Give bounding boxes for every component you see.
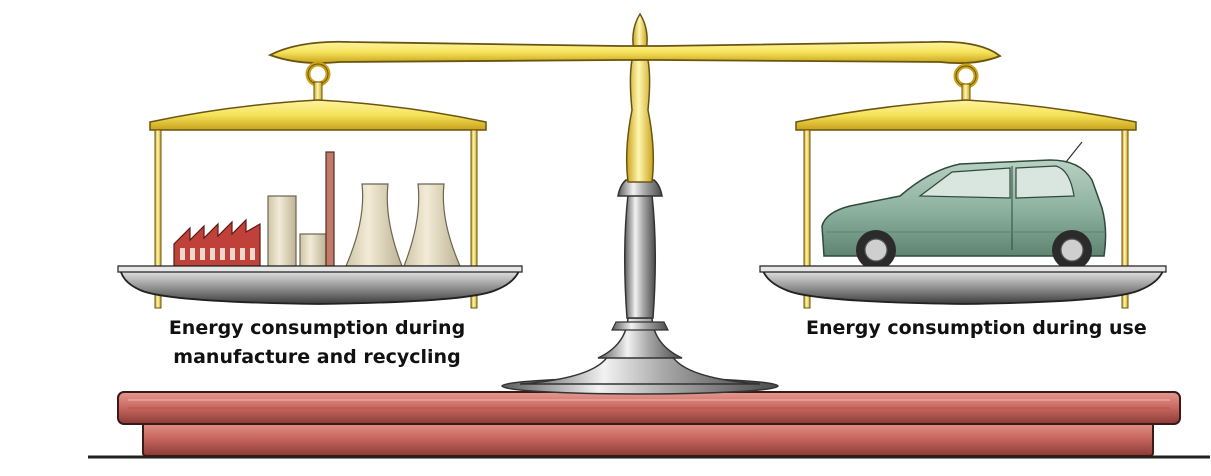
caption-left-line-2: manufacture and recycling: [173, 346, 461, 369]
left-pan: [117, 265, 523, 305]
right-hanger: [795, 63, 1137, 309]
industrial-plant-icon: [173, 151, 461, 267]
scale-pedestal: [501, 179, 779, 395]
brass-column: [625, 12, 655, 183]
caption-left-line-1: Energy consumption during: [168, 317, 466, 339]
car-icon: [821, 141, 1107, 270]
caption-right-line: Energy consumption during use: [806, 317, 1147, 339]
left-hanger: [149, 61, 487, 309]
caption-manufacture-recycling: Energy consumption during manufacture an…: [166, 314, 468, 373]
scale-base: [117, 391, 1181, 457]
caption-use: Energy consumption during use: [806, 314, 1147, 343]
scale-beam: [267, 40, 1002, 65]
right-pan: [759, 265, 1167, 305]
